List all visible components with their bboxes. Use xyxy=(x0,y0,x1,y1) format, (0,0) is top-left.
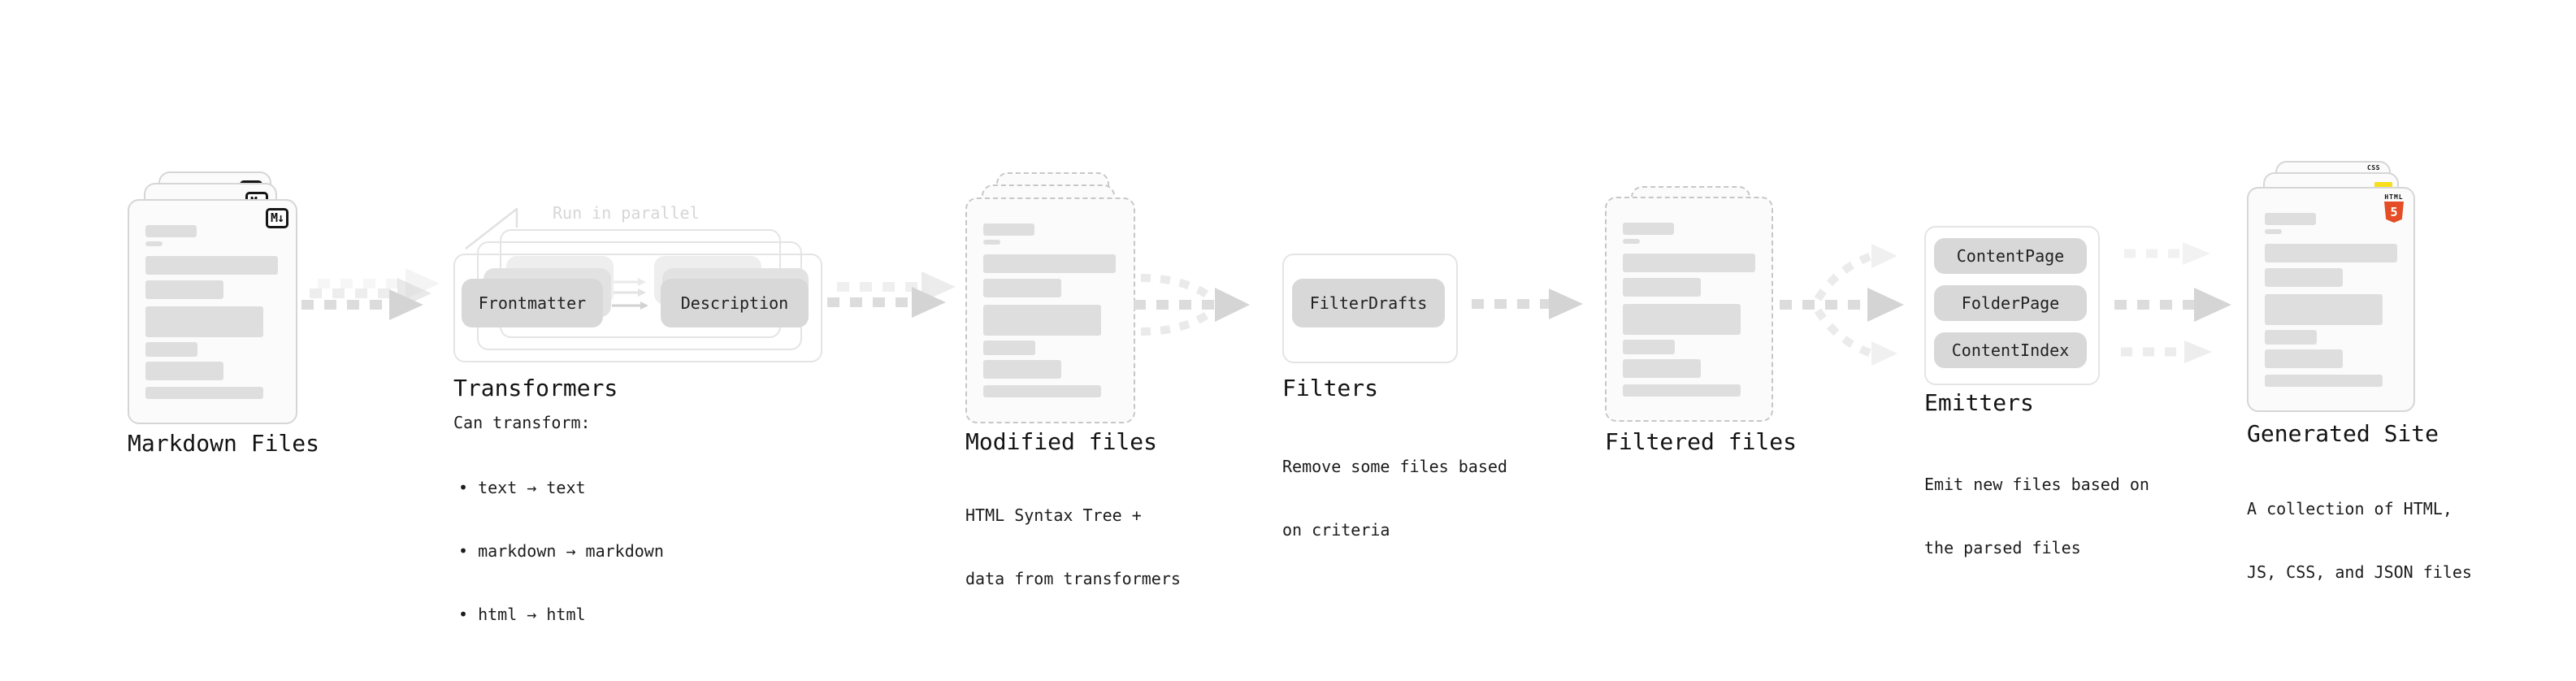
stage-subtitle-generated: A collection of HTML, JS, CSS, and JSON … xyxy=(2247,456,2472,625)
skeleton-bar xyxy=(2265,294,2383,325)
arrow-filters-to-filtered xyxy=(1472,288,1583,319)
markdown-icon: M↓ xyxy=(265,208,288,228)
stage-label-filtered: Filtered files xyxy=(1605,428,1798,455)
transformer-chip-description: Description xyxy=(661,279,809,327)
skeleton-bar xyxy=(145,256,278,275)
bullet-line: • markdown → markdown xyxy=(458,541,664,561)
stage-label-filters: Filters xyxy=(1282,375,1379,401)
skeleton-bar xyxy=(1623,384,1741,397)
skeleton-bar xyxy=(145,225,197,237)
bullet-line: • html → html xyxy=(458,605,586,624)
skeleton-bar xyxy=(145,362,223,380)
skeleton-bar xyxy=(145,241,163,246)
skeleton-bar xyxy=(2265,349,2343,368)
arrow-transformers-to-modified xyxy=(827,271,956,318)
chip-flow-arrows xyxy=(612,278,648,310)
transformers-bullets: • text → text • markdown → markdown • ht… xyxy=(458,435,664,667)
skeleton-bar xyxy=(983,360,1061,379)
subtitle-line: JS, CSS, and JSON files xyxy=(2247,562,2472,582)
skeleton-bar xyxy=(145,280,223,299)
subtitle-line: HTML Syntax Tree + xyxy=(965,505,1142,525)
subtitle-line: on criteria xyxy=(1282,520,1390,540)
stage-label-emitters: Emitters xyxy=(1924,389,2034,416)
emitters-box xyxy=(1924,226,2100,385)
filter-chip-filterdrafts: FilterDrafts xyxy=(1292,279,1445,327)
skeleton-bar xyxy=(2265,330,2317,345)
skeleton-bar xyxy=(145,387,263,399)
subtitle-line: A collection of HTML, xyxy=(2247,499,2452,518)
skeleton-bar xyxy=(145,306,263,337)
arrow-emitters-to-generated xyxy=(2114,242,2231,363)
skeleton-bar xyxy=(1623,239,1640,244)
html5-icon-shield: 5 xyxy=(2384,202,2404,223)
skeleton-bar xyxy=(2265,244,2397,262)
emitter-chip-contentindex: ContentIndex xyxy=(1934,332,2087,368)
skeleton-bar xyxy=(1623,359,1701,378)
filtered-doc-front xyxy=(1605,197,1773,422)
stage-subtitle-modified: HTML Syntax Tree + data from transformer… xyxy=(965,462,1181,631)
html5-icon: HTML 5 xyxy=(2383,193,2405,223)
parallel-callout-line xyxy=(465,207,518,249)
skeleton-bar xyxy=(983,385,1101,397)
subtitle-line: Emit new files based on xyxy=(1924,475,2149,494)
subtitle-line: the parsed files xyxy=(1924,538,2081,557)
skeleton-bar xyxy=(1623,278,1701,297)
html5-icon-word: HTML xyxy=(2384,193,2404,201)
filters-box xyxy=(1282,254,1458,363)
skeleton-bar xyxy=(983,340,1035,355)
stage-subtitle-filters: Remove some files based on criteria xyxy=(1282,414,1507,583)
skeleton-bar xyxy=(1623,340,1675,354)
stage-subtitle-emitters: Emit new files based on the parsed files xyxy=(1924,432,2149,601)
transformer-chip-frontmatter: Frontmatter xyxy=(462,279,603,327)
arrow-filtered-to-emitters xyxy=(1780,244,1904,366)
parallel-note: Run in parallel xyxy=(553,203,700,223)
skeleton-bar xyxy=(983,240,1000,245)
bullet-line: • text → text xyxy=(458,478,586,497)
skeleton-bar xyxy=(983,254,1116,273)
skeleton-bar xyxy=(2265,268,2343,287)
skeleton-bar xyxy=(2265,229,2282,234)
stage-label-modified: Modified files xyxy=(965,428,1158,455)
skeleton-bar xyxy=(983,279,1061,297)
modified-doc-front xyxy=(965,197,1135,423)
subtitle-line: Remove some files based xyxy=(1282,457,1507,476)
arrow-markdown-to-transformers xyxy=(301,268,440,320)
stage-label-transformers: Transformers xyxy=(453,375,618,401)
emitter-chip-contentpage: ContentPage xyxy=(1934,238,2087,274)
emitter-chip-folderpage: FolderPage xyxy=(1934,285,2087,321)
skeleton-bar xyxy=(145,342,197,357)
stage-label-generated: Generated Site xyxy=(2247,420,2439,447)
transformer-run-box-front xyxy=(453,254,822,362)
css-icon-word: CSS xyxy=(2367,164,2380,171)
transformers-note-heading: Can transform: xyxy=(453,413,591,432)
markdown-doc-front: M↓ xyxy=(128,199,297,424)
skeleton-bar xyxy=(983,223,1034,236)
subtitle-line: data from transformers xyxy=(965,569,1181,588)
skeleton-bar xyxy=(983,305,1101,336)
stage-label-markdown: Markdown Files xyxy=(128,430,320,457)
skeleton-bar xyxy=(2265,213,2316,225)
arrow-modified-to-filters xyxy=(1134,274,1250,336)
skeleton-bar xyxy=(2265,375,2383,387)
skeleton-bar xyxy=(1623,254,1755,272)
generated-doc-html: HTML 5 xyxy=(2247,187,2415,412)
skeleton-bar xyxy=(1623,223,1674,235)
skeleton-bar xyxy=(1623,304,1741,335)
